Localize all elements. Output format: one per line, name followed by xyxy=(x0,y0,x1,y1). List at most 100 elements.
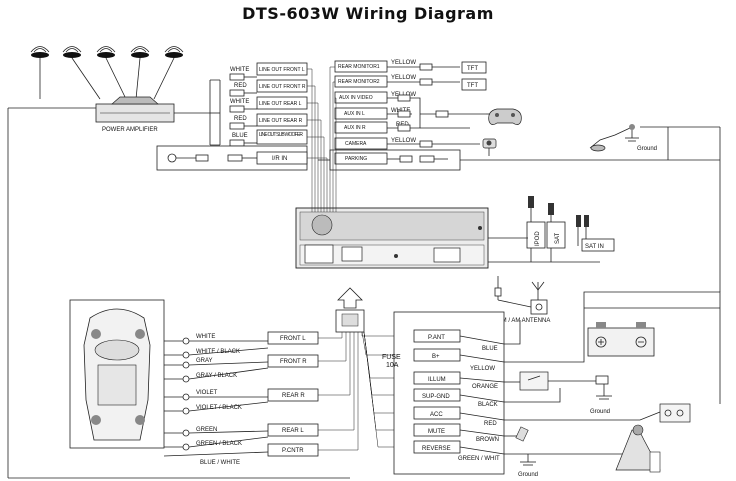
speaker-box-label: REAR L xyxy=(282,428,304,434)
ir-in-label: I/R IN xyxy=(272,156,287,162)
speaker-icon xyxy=(153,46,184,100)
sat-in-port xyxy=(576,215,615,252)
phone-icon xyxy=(515,426,529,442)
speaker-wire-color: VIOLET xyxy=(196,390,218,396)
video-color: YELLOW xyxy=(391,75,416,81)
car-icon xyxy=(83,308,151,441)
video-device: TFT xyxy=(467,83,478,89)
speaker-row: GRAY GRAY / BLACK FRONT R xyxy=(164,354,319,383)
video-label: CAMERA xyxy=(345,141,367,147)
power-amplifier-label: POWER AMPLIFIER xyxy=(102,127,158,133)
speaker-wire-color: GRAY / BLACK xyxy=(196,373,237,379)
video-color: YELLOW xyxy=(391,138,416,144)
power-color: GREEN / WHIT xyxy=(458,456,500,462)
speaker-icon xyxy=(130,46,150,100)
power-row: ACC RED xyxy=(413,406,505,427)
head-unit xyxy=(295,207,489,269)
line-out-row: BLUE LINE OUT SUB WOOFER xyxy=(229,129,308,147)
tft-box xyxy=(461,61,487,74)
video-label: REAR MONITOR2 xyxy=(338,79,380,85)
camera-icon xyxy=(482,138,497,156)
power-row: ILLUM ORANGE xyxy=(413,371,505,390)
pcntr-wire-color: BLUE / WHITE xyxy=(200,460,240,466)
power-box-label: ACC xyxy=(430,412,443,418)
power-box-label: B+ xyxy=(432,354,440,360)
ground-label: Ground xyxy=(590,409,610,415)
diagram-title: DTS-603W Wiring Diagram xyxy=(242,4,494,23)
power-row: REVERSE GREEN / WHIT xyxy=(413,440,505,462)
ground-label: Ground xyxy=(518,472,538,478)
line-out-label: LINE OUT REAR L xyxy=(259,101,302,107)
video-rows: REAR MONITOR1 YELLOW TFT REAR MONITOR2 Y… xyxy=(318,60,720,171)
video-label: AUX IN L xyxy=(344,111,365,117)
power-color: RED xyxy=(484,421,497,427)
speaker-icon xyxy=(96,46,127,100)
line-out-color: WHITE xyxy=(230,67,249,73)
power-color: ORANGE xyxy=(472,384,498,390)
sat-port xyxy=(546,203,566,262)
speaker-wire-color: WHITE / BLACK xyxy=(196,349,240,355)
line-out-color: WHITE xyxy=(230,99,249,105)
line-out-color: RED xyxy=(234,116,247,122)
speaker-icons xyxy=(30,46,184,100)
speaker-wire-color: GREEN / BLACK xyxy=(196,441,242,447)
speaker-row: GREEN GREEN / BLACK REAR L xyxy=(164,423,319,451)
line-out-color: RED xyxy=(234,83,247,89)
line-out-row: RED LINE OUT REAR R xyxy=(229,113,308,130)
battery-icon xyxy=(587,322,655,357)
power-box-label: SUP-GND xyxy=(422,394,450,400)
pcntr-box-label: P.CNTR xyxy=(282,448,304,454)
ground-symbol-icon xyxy=(596,384,612,400)
power-color: YELLOW xyxy=(470,366,495,372)
line-out-row: RED LINE OUT FRONT R xyxy=(229,79,308,97)
ground-symbol-icon xyxy=(520,454,536,466)
speaker-wire-color: VIOLET / BLACK xyxy=(196,405,242,411)
ipod-port xyxy=(526,196,546,262)
power-color: BROWN xyxy=(476,437,499,443)
power-row: SUP-GND BLACK xyxy=(413,388,505,408)
speaker-icon xyxy=(30,46,50,99)
speaker-wire-color: GRAY xyxy=(196,358,213,364)
power-box-label: MUTE xyxy=(428,429,445,435)
line-out-label: LINE OUT FRONT R xyxy=(259,84,306,90)
power-row: MUTE BROWN xyxy=(413,423,505,443)
power-row: B+ YELLOW xyxy=(413,348,505,372)
ir-sensor-icon xyxy=(167,153,257,163)
power-box-label: REVERSE xyxy=(422,446,451,452)
ipod-label: IPOD xyxy=(535,231,541,246)
ground-label: Ground xyxy=(637,146,657,152)
power-color: BLUE xyxy=(482,346,498,352)
harness-arrow-icon xyxy=(335,287,365,333)
line-out-label: LINE OUT SUB WOOFER xyxy=(259,132,303,138)
illumination-switch-icon xyxy=(519,371,609,391)
line-out-label: LINE OUT FRONT L xyxy=(259,67,305,73)
line-out-row: WHITE LINE OUT REAR L xyxy=(229,96,308,113)
speaker-row: WHITE WHITE / BLACK FRONT L xyxy=(164,331,319,359)
game-controller-icon xyxy=(488,108,522,125)
video-label: AUX IN R xyxy=(344,125,366,131)
speaker-wire-color: WHITE xyxy=(196,334,215,340)
tft-box xyxy=(461,78,487,91)
power-box-label: ILLUM xyxy=(428,377,446,383)
line-out-row: WHITE LINE OUT FRONT L xyxy=(229,62,308,81)
fuse-value: 10A xyxy=(386,362,399,369)
fuse-label: FUSE xyxy=(382,354,401,361)
video-color: YELLOW xyxy=(391,60,416,66)
speaker-box-label: REAR R xyxy=(282,393,305,399)
line-out-color: BLUE xyxy=(232,133,248,139)
antenna-label: FM / AM ANTENNA xyxy=(498,318,550,324)
speaker-wire-color: GREEN xyxy=(196,427,217,433)
speaker-box-label: FRONT R xyxy=(280,359,307,365)
sat-label: SAT xyxy=(555,232,561,244)
antenna-icon xyxy=(494,276,548,315)
video-label: AUX IN VIDEO xyxy=(339,95,373,101)
speaker-icon xyxy=(62,46,101,100)
line-out-label: LINE OUT REAR R xyxy=(259,118,303,124)
power-color: BLACK xyxy=(478,402,498,408)
video-device: TFT xyxy=(467,66,478,72)
speaker-row: VIOLET VIOLET / BLACK REAR R xyxy=(164,388,319,415)
speaker-box-label: FRONT L xyxy=(280,336,306,342)
pcntr-row: P.CNTR BLUE / WHITE xyxy=(163,443,319,466)
video-label: PARKING xyxy=(345,156,367,162)
